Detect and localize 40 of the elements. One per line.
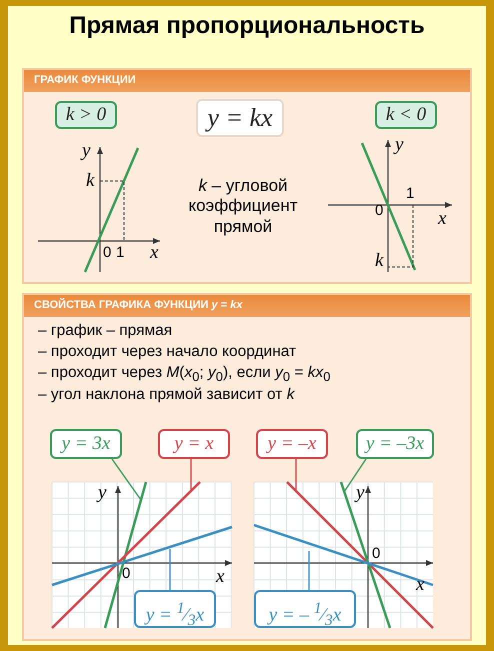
leader-line [111, 458, 142, 500]
callout-box: y = 3x [50, 429, 122, 459]
axis-tick-label: 0 [122, 565, 130, 582]
section-panel [22, 293, 472, 641]
axis-label: k [375, 250, 384, 272]
formula-box: y = kx [196, 99, 284, 137]
callout-box: y = – $^{1}$⁄$_{3}$x [254, 590, 356, 628]
section-heading: ГРАФИК ФУНКЦИИ [34, 74, 136, 86]
callout-box: y = –3x [356, 429, 434, 459]
axis-label: y [395, 134, 404, 156]
poster-title: Прямая пропорциональность [68, 12, 426, 40]
condition-box: k > 0 [55, 101, 117, 129]
property-text: – проходит через M(x$_{0}$; y$_{0}$), если y$_{0}$ = kx$_{0}$ [38, 364, 330, 384]
section-panel [22, 68, 472, 284]
axis-label: x [216, 566, 224, 588]
callout-box: y = x [158, 429, 230, 459]
definition-text: k – угловой коэффициент прямой [187, 176, 299, 238]
axis-label: x [438, 208, 446, 230]
condition-box: k < 0 [375, 101, 437, 129]
axis-tick-label: 0 [372, 545, 380, 562]
axis-label: y [356, 482, 364, 504]
axis-tick-label: 1 [406, 185, 414, 202]
leader-line [343, 458, 367, 492]
property-text: – проходит через начало координат [38, 343, 296, 361]
axis-tick-label: 0 [103, 244, 112, 261]
callout-box: y = $^{1}$⁄$_{3}$x [134, 590, 216, 628]
axis-tick-label: 0 [375, 202, 384, 219]
leader-line [308, 551, 310, 590]
axis-label: x [150, 242, 158, 264]
leader-line [169, 549, 171, 590]
axis-label: y [98, 482, 106, 504]
axis-label: k [86, 170, 94, 192]
section-heading: СВОЙСТВА ГРАФИКА ФУНКЦИИ y = kx [34, 299, 242, 311]
axis-label: y [82, 140, 90, 162]
leader-line [295, 459, 297, 490]
property-text: – угол наклона прямой зависит от k [38, 386, 294, 404]
property-text: – график – прямая [38, 322, 172, 340]
axis-tick-label: 1 [116, 244, 124, 261]
callout-box: y = –x [256, 429, 328, 459]
leader-line [190, 459, 192, 491]
